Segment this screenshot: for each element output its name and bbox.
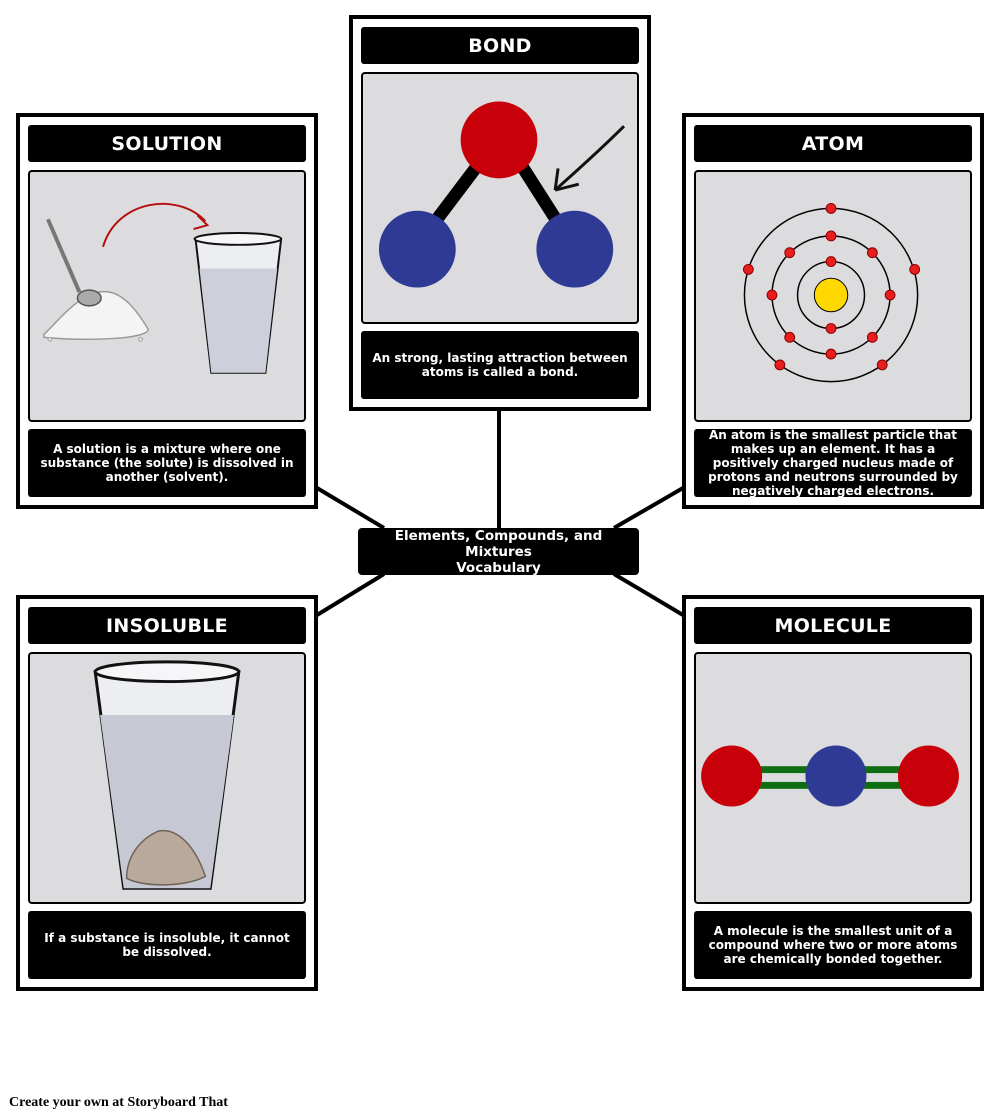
card-title: SOLUTION [28,125,306,162]
molecule-illustration [694,652,972,904]
blue-atom-center-icon [805,745,867,807]
footer-credit: Create your own at Storyboard That [9,1095,228,1110]
arrow-head [553,168,580,192]
blue-atom-right-icon [536,210,614,288]
connector-atom [612,486,685,530]
card-title: BOND [361,27,639,64]
card-title: MOLECULE [694,607,972,644]
connector-molecule [612,572,685,617]
card-title: INSOLUBLE [28,607,306,644]
connector-solution [315,486,386,530]
card-caption: An strong, lasting attraction between at… [361,331,639,399]
insoluble-illustration [28,652,306,904]
nucleus-icon [813,277,849,313]
card-insoluble: INSOLUBLE If a substance is insoluble, i… [16,595,318,991]
spoon-bowl [76,289,102,307]
card-solution: SOLUTION A solution is a mixture where o… [16,113,318,509]
curved-arrow-head [193,214,210,231]
connector-insoluble [315,572,386,617]
card-molecule: MOLECULE A molecule is the smallest unit… [682,595,984,991]
card-caption: A molecule is the smallest unit of a com… [694,911,972,979]
hub-topic-box: Elements, Compounds, and Mixtures Vocabu… [358,528,639,576]
bond-illustration [361,72,639,324]
card-title: ATOM [694,125,972,162]
powder-pile-icon [43,290,150,340]
blue-atom-left-icon [378,210,456,288]
pointer-arrow-icon [554,125,626,192]
curved-arrow-icon [102,202,207,248]
spoon-handle [46,218,82,293]
card-caption: An atom is the smallest particle that ma… [694,428,972,498]
red-atom-icon [460,101,538,179]
card-bond: BOND An strong, lasting attraction betwe… [349,15,651,411]
red-atom-left-icon [701,745,763,807]
sediment-icon [125,829,207,886]
solution-illustration [28,170,306,422]
card-caption: A solution is a mixture where one substa… [28,429,306,497]
red-atom-right-icon [897,745,959,807]
atom-illustration [694,170,972,422]
card-caption: If a substance is insoluble, it cannot b… [28,911,306,979]
electron-icons [742,203,921,371]
card-atom: ATOM [682,113,984,509]
